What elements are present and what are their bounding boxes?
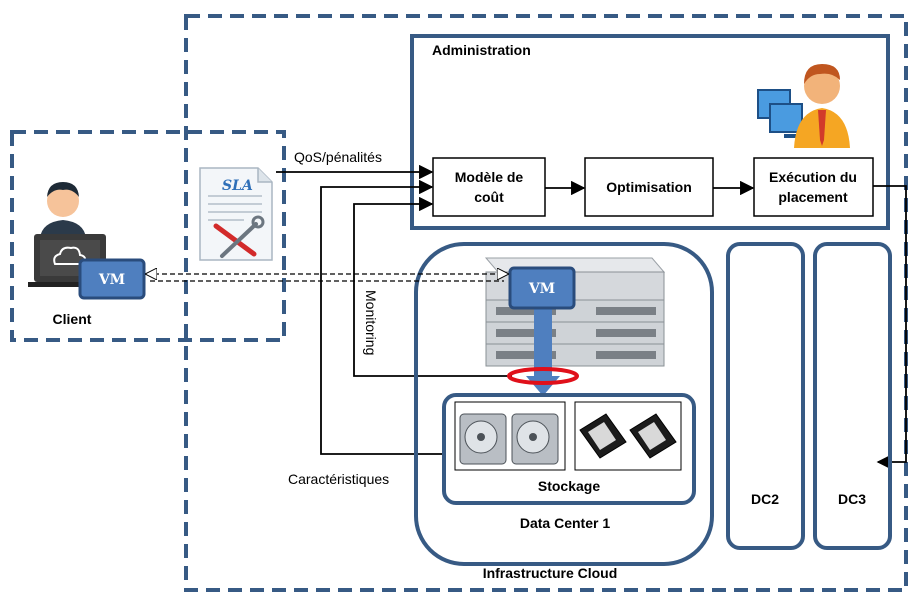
infrastructure-cloud-frame [184, 14, 908, 592]
dc2-box [726, 242, 805, 550]
arrow-caracteristiques [320, 179, 444, 455]
ssd-icon [574, 401, 682, 471]
arrow-monitoring [353, 196, 512, 377]
stockage-label: Stockage [538, 478, 600, 494]
infrastructure-cloud-label: Infrastructure Cloud [483, 565, 618, 581]
sla-label: SLA [222, 178, 253, 194]
data-center-1-box [414, 242, 714, 566]
client-label: Client [53, 311, 92, 327]
monitoring-point-ring [507, 367, 579, 385]
sla-document-icon: SLA [199, 167, 273, 261]
client-frame [10, 130, 286, 342]
execution-line2: placement [778, 189, 848, 205]
administration-box [410, 34, 890, 230]
optimisation-label: Optimisation [606, 179, 692, 195]
modele-cout-box [432, 157, 546, 217]
data-center-1-label: Data Center 1 [520, 515, 610, 531]
client-vm-label: VM [98, 272, 125, 288]
administration-label: Administration [432, 42, 531, 58]
datacenter-vm-label: VM [528, 281, 555, 297]
qos-penalites-label: QoS/pénalités [294, 149, 382, 165]
dc3-label: DC3 [838, 491, 866, 507]
execution-placement-box [753, 157, 874, 217]
modele-cout-line1: Modèle de [455, 169, 524, 185]
vm-storage-link [534, 300, 552, 376]
hdd-icon [454, 401, 566, 471]
execution-line1: Exécution du [769, 169, 857, 185]
stockage-box [442, 393, 696, 505]
dc2-label: DC2 [751, 491, 779, 507]
datacenter-vm: VM [508, 266, 576, 310]
client-vm: VM [78, 258, 146, 300]
modele-cout-line2: coût [474, 189, 504, 205]
dc3-box [813, 242, 892, 550]
monitoring-label: Monitoring [363, 290, 379, 355]
caracteristiques-label: Caractéristiques [288, 471, 389, 487]
admin-person-icon [757, 64, 850, 148]
